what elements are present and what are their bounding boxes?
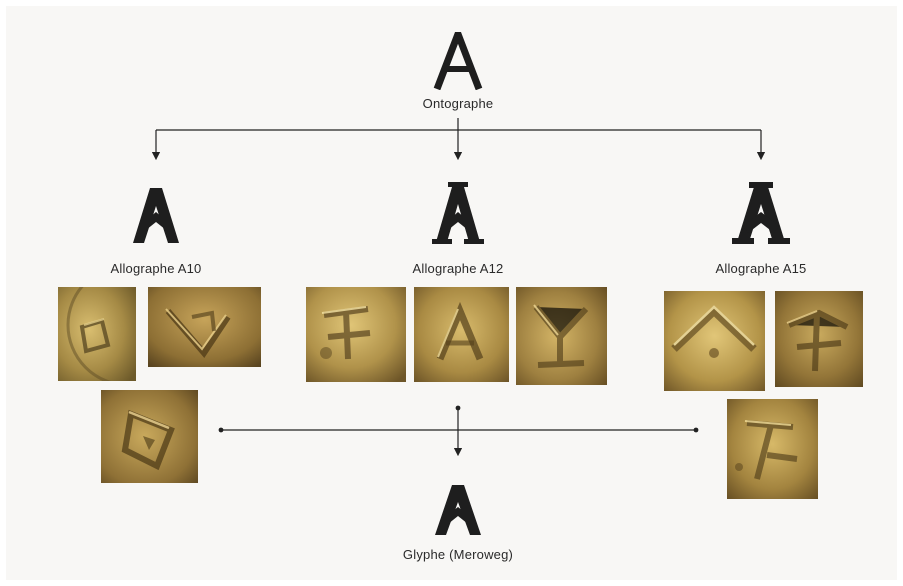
coin-photo-a15-3 [727, 399, 818, 499]
merge-right-dot [694, 428, 699, 433]
merge-left-dot [219, 428, 224, 433]
ontographe-label: Ontographe [423, 96, 494, 111]
allograph-a10-label: Allographe A10 [111, 261, 202, 276]
coin-photo-a10-1 [58, 287, 136, 381]
coin-photo-a12-3 [516, 287, 607, 385]
allograph-a12-label: Allographe A12 [413, 261, 504, 276]
glyphe-label: Glyphe (Meroweg) [403, 547, 513, 562]
allograph-a15-label: Allographe A15 [716, 261, 807, 276]
letter-a-ontographe-icon [433, 32, 483, 90]
diagram-canvas: Ontographe Allographe A10 Allographe A12… [6, 6, 897, 580]
coin-photo-a12-2 [414, 287, 509, 382]
coin-photo-a10-2 [148, 287, 261, 367]
coin-photo-a15-2 [775, 291, 863, 387]
letter-a-allograph-a15-icon [732, 182, 790, 244]
coin-photo-a12-1 [306, 287, 406, 382]
coin-photo-a15-1 [664, 291, 765, 391]
letter-a-allograph-a12-icon [431, 182, 485, 244]
coin-photo-a10-3 [101, 390, 198, 483]
letter-a-allograph-a10-icon [130, 186, 182, 244]
letter-a-glyphe-meroweg-icon [432, 484, 484, 536]
